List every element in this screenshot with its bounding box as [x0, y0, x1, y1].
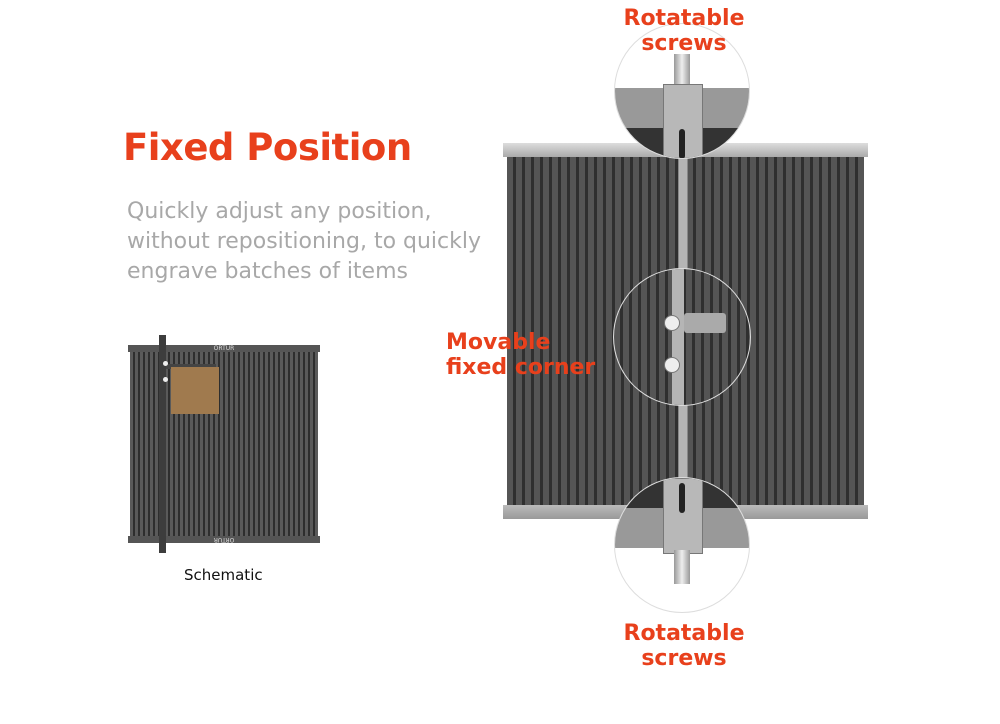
zoom-circle-bottom-screw	[614, 477, 750, 613]
movable-bar	[159, 335, 166, 553]
screw-icon	[674, 54, 690, 90]
pin-icon	[664, 357, 680, 373]
fixed-corner-plate	[684, 313, 726, 333]
screw-icon	[674, 550, 690, 584]
schematic-diagram: ORTUR ORTUR	[128, 335, 320, 553]
callout-bottom-screws: Rotatable screws	[623, 621, 745, 671]
callout-fixed-corner: Movable fixed corner	[446, 330, 596, 380]
brand-label: ORTUR	[213, 536, 235, 543]
brand-label: ORTUR	[213, 345, 235, 352]
pin-icon	[664, 315, 680, 331]
pin-icon	[163, 377, 168, 382]
zoom-circle-top-screw	[614, 23, 750, 159]
schematic-caption: Schematic	[184, 566, 263, 584]
page-title: Fixed Position	[123, 126, 412, 169]
material-piece	[171, 367, 219, 414]
zoom-circle-fixed-corner	[613, 268, 751, 406]
bottom-rail: ORTUR	[128, 536, 320, 543]
fixed-corner	[166, 364, 216, 369]
top-rail: ORTUR	[128, 345, 320, 352]
description: Quickly adjust any position, without rep…	[127, 199, 482, 284]
callout-top-screws: Rotatable screws	[623, 6, 745, 56]
pin-icon	[163, 361, 168, 366]
